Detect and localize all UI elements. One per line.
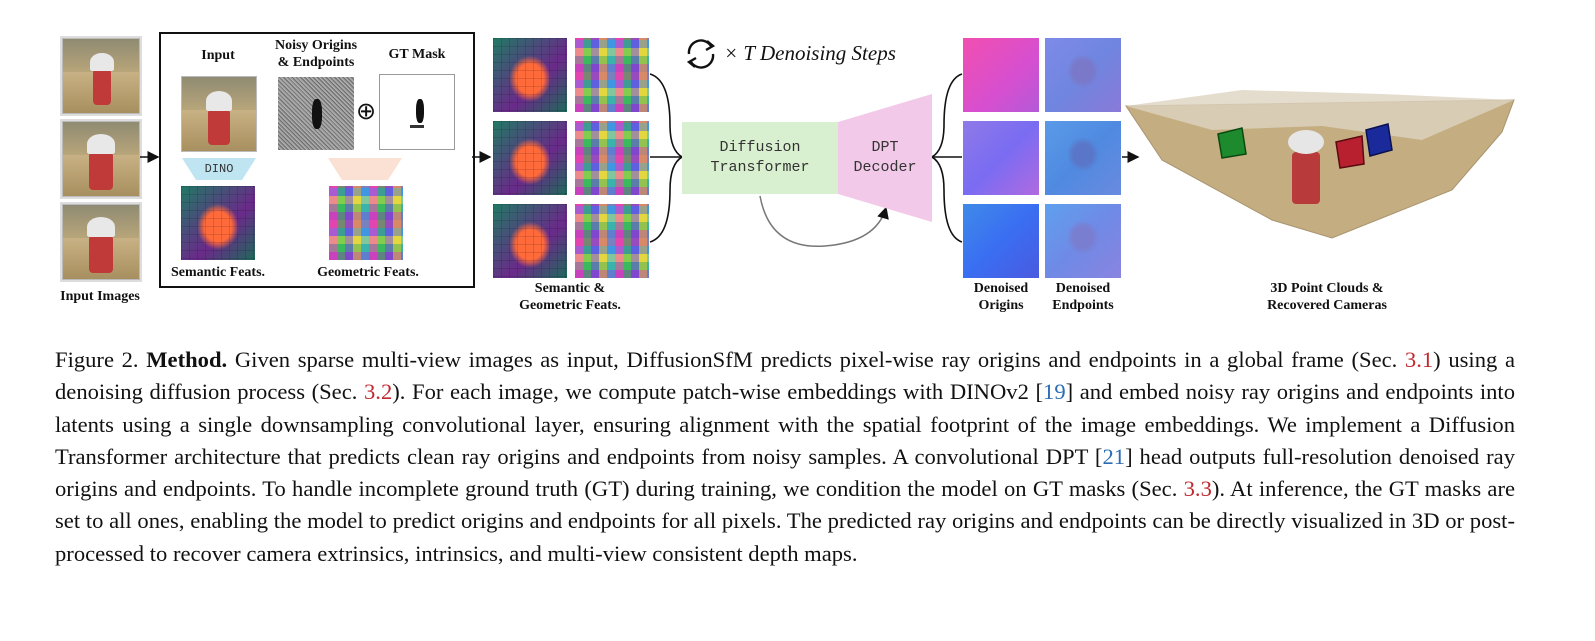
- point-cloud-hydrant-body: [1292, 152, 1320, 204]
- denoised-origin-1: [963, 38, 1039, 112]
- merge-brace-left: [649, 73, 684, 243]
- noisy-label-line2: & Endpoints: [277, 55, 355, 70]
- camera-blue: [1365, 123, 1393, 157]
- geometric-feature-map: [329, 186, 403, 260]
- semantic-feature-map-2: [493, 121, 567, 195]
- dino-label: DINO: [204, 162, 234, 176]
- geometric-feature-map-1: [575, 38, 649, 112]
- denoised-endpoint-1: [1045, 38, 1121, 112]
- geometric-feature-map-3: [575, 204, 649, 278]
- semantic-feature-map: [181, 186, 255, 260]
- caption-text-3: ). For each image, we compute patch-wise…: [392, 379, 1044, 405]
- denoised-origins-line2: Origins: [978, 298, 1024, 313]
- noisy-label-line1: Noisy Origins: [274, 38, 358, 53]
- input-image-3: [62, 204, 140, 280]
- geometric-encoder: [328, 158, 402, 180]
- dpt-decoder-line1: DPT: [871, 139, 899, 156]
- geometric-trapezoid: [328, 158, 402, 180]
- denoised-origin-3: [963, 204, 1039, 278]
- caption-prefix: Figure 2.: [55, 347, 147, 372]
- caption-cite-19[interactable]: 19: [1043, 379, 1066, 405]
- denoised-endpoint-3: [1045, 204, 1121, 278]
- denoising-loop-arrow: [759, 195, 889, 247]
- caption-text-4: ] and embed noisy ray origins and endpoi…: [55, 379, 1515, 469]
- gt-mask-image: [379, 74, 455, 150]
- arrows-layer: [140, 73, 1140, 247]
- sem-geo-label-line1: Semantic &: [534, 281, 606, 296]
- pointcloud-label-line1: 3D Point Clouds &: [1270, 281, 1384, 296]
- caption-text-1: Given sparse multi-view images as input,…: [227, 347, 1405, 372]
- caption-bold: Method.: [146, 347, 228, 372]
- point-cloud-hydrant-cap: [1288, 130, 1324, 154]
- semantic-feature-map-3: [493, 204, 567, 278]
- diffusion-transformer-line2: Transformer: [710, 159, 810, 176]
- input-images-label: Input Images: [60, 289, 140, 304]
- caption-cite-21[interactable]: 21: [1102, 443, 1126, 469]
- cycle-icon: [686, 39, 716, 69]
- dpt-decoder-block: [838, 94, 932, 222]
- semantic-feats-label: Semantic Feats.: [170, 265, 266, 280]
- caption-ref-3-2[interactable]: 3.2: [364, 379, 393, 405]
- point-cloud-render: [1125, 90, 1515, 239]
- diffusion-transformer-line1: Diffusion: [719, 139, 801, 156]
- denoised-endpoints-line1: Denoised: [1055, 281, 1111, 296]
- denoised-origins-line1: Denoised: [973, 281, 1029, 296]
- caption-text-6: ). At inference, the GT masks are set to…: [55, 476, 1515, 566]
- point-cloud-sheet: [1126, 90, 1514, 140]
- dino-encoder: [182, 158, 256, 180]
- oplus-symbol: ⊕: [355, 97, 377, 125]
- semantic-feature-map-1: [493, 38, 567, 112]
- denoised-endpoint-2: [1045, 121, 1121, 195]
- encoder-box: [159, 32, 475, 288]
- split-brace-right: [930, 73, 963, 243]
- dpt-decoder-trapezoid: [838, 94, 932, 222]
- denoised-endpoints-line2: Endpoints: [1052, 298, 1114, 313]
- geometric-feats-label: Geometric Feats.: [317, 265, 419, 280]
- input-image-1: [62, 38, 140, 114]
- input-image-2: [62, 121, 140, 197]
- caption-text-2: ) using a denoising diffusion process (S…: [55, 347, 1515, 405]
- camera-green: [1217, 127, 1247, 159]
- camera-red: [1335, 135, 1365, 169]
- gt-mask-label: GT Mask: [388, 47, 446, 62]
- figure-caption: Figure 2. Method. Given sparse multi-vie…: [55, 344, 1515, 570]
- encoder-input-image: [181, 76, 257, 152]
- diffusion-transformer-block: [682, 122, 838, 194]
- caption-ref-3-3[interactable]: 3.3: [1183, 476, 1212, 502]
- noisy-rays-image: [278, 77, 354, 150]
- input-label: Input: [201, 48, 235, 63]
- denoising-steps-label: × T Denoising Steps: [724, 41, 896, 65]
- caption-ref-3-1[interactable]: 3.1: [1404, 347, 1434, 372]
- pointcloud-label-line2: Recovered Cameras: [1267, 298, 1387, 313]
- denoised-origin-2: [963, 121, 1039, 195]
- dpt-decoder-line2: Decoder: [853, 159, 917, 176]
- caption-text-5: ] head outputs full-resolution denoised …: [55, 443, 1515, 502]
- dino-trapezoid: [182, 158, 256, 180]
- sem-geo-label-line2: Geometric Feats.: [519, 298, 621, 313]
- geometric-feature-map-2: [575, 121, 649, 195]
